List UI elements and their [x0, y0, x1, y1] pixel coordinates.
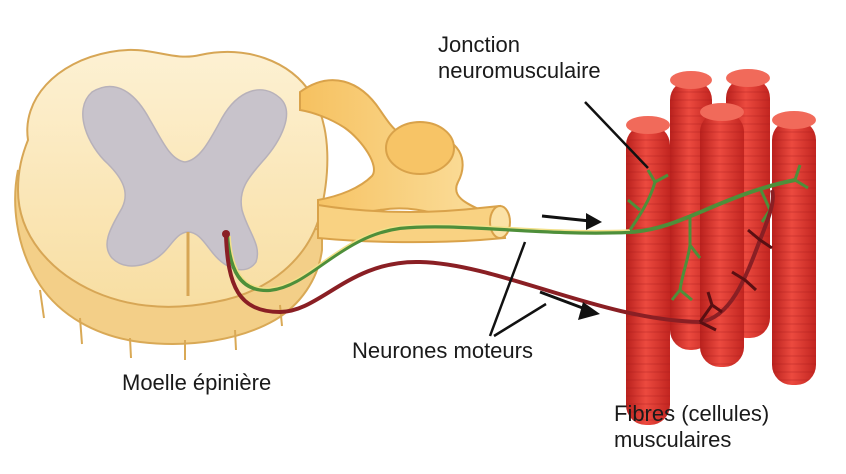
label-neurones-moteurs: Neurones moteurs [352, 338, 533, 364]
label-moelle-epiniere: Moelle épinière [122, 370, 271, 396]
label-jonction-line2: neuromusculaire [438, 58, 601, 84]
arrow-green-direction [542, 213, 602, 230]
muscle-fibers [626, 69, 816, 425]
label-fibres-musculaires: Fibres (cellules) musculaires [614, 401, 769, 453]
muscle-fiber-5 [772, 111, 816, 385]
nerve-root [300, 80, 510, 242]
muscle-fiber-4 [700, 103, 744, 367]
label-fibres-line2: musculaires [614, 427, 769, 453]
label-jonction-neuromusculaire: Jonction neuromusculaire [438, 32, 601, 84]
muscle-fiber-1 [626, 116, 670, 425]
label-fibres-line1: Fibres (cellules) [614, 401, 769, 427]
label-jonction-line1: Jonction [438, 32, 601, 58]
